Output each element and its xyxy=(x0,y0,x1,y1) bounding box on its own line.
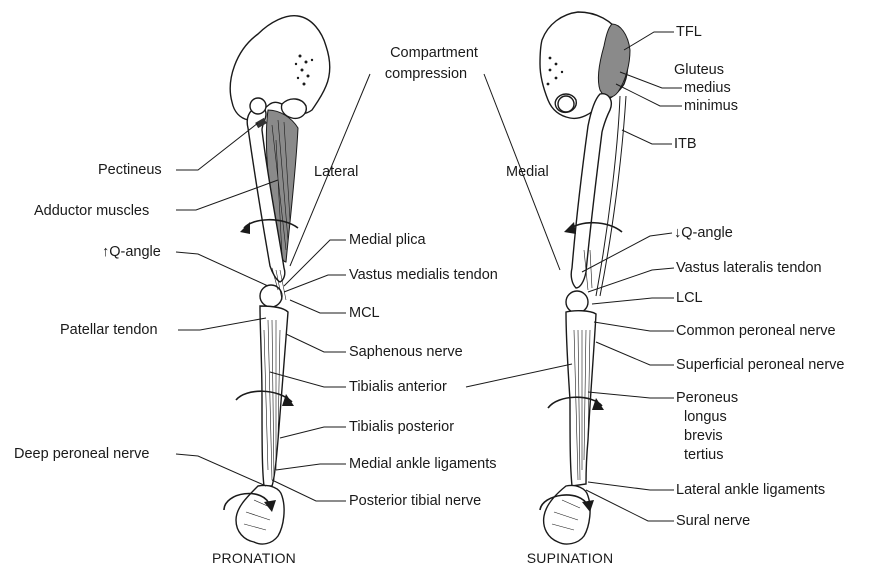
label-medial-ankle-ligaments: Medial ankle ligaments xyxy=(349,456,497,472)
label-tfl: TFL xyxy=(676,24,702,40)
label-gluteus-minimus: minimus xyxy=(684,98,738,114)
pronation-left-labels: Pectineus Adductor muscles ↑Q-angle Pate… xyxy=(14,123,278,486)
supination-tibia xyxy=(566,311,596,486)
pronation-patella xyxy=(260,285,282,307)
tibialis-anterior-leader-right xyxy=(466,364,572,387)
label-common-peroneal-nerve: Common peroneal nerve xyxy=(676,323,836,339)
supination-patella xyxy=(566,291,588,313)
label-vastus-lateralis-tendon: Vastus lateralis tendon xyxy=(676,260,822,276)
label-gluteus: Gluteus xyxy=(674,62,724,78)
label-superficial-peroneal-nerve: Superficial peroneal nerve xyxy=(676,357,844,373)
label-q-angle-down: ↓Q-angle xyxy=(674,225,733,241)
label-peroneus-brevis: brevis xyxy=(684,428,723,444)
label-itb: ITB xyxy=(674,136,697,152)
label-lcl: LCL xyxy=(676,290,703,306)
pronation-pelvis xyxy=(230,16,330,120)
label-mcl: MCL xyxy=(349,305,380,321)
label-lateral-ankle-ligaments: Lateral ankle ligaments xyxy=(676,482,825,498)
lateral-label: Lateral xyxy=(314,164,358,180)
compartment-label-line1: Compartment xyxy=(390,45,478,61)
label-saphenous-nerve: Saphenous nerve xyxy=(349,344,463,360)
supination-leg-illustration xyxy=(540,12,630,544)
compartment-label-line2: compression xyxy=(385,66,467,82)
label-tibialis-anterior: Tibialis anterior xyxy=(349,379,447,395)
label-deep-peroneal-nerve: Deep peroneal nerve xyxy=(14,446,149,462)
label-peroneus-longus: longus xyxy=(684,409,727,425)
label-gluteus-medius: medius xyxy=(684,80,731,96)
medial-label: Medial xyxy=(506,164,549,180)
caption-pronation: PRONATION xyxy=(212,550,296,566)
caption-supination: SUPINATION xyxy=(527,550,614,566)
label-vastus-medialis-tendon: Vastus medialis tendon xyxy=(349,267,498,283)
pronation-right-labels: Medial plica Vastus medialis tendon MCL … xyxy=(270,232,572,509)
supination-femoral-head xyxy=(558,96,574,112)
label-posterior-tibial-nerve: Posterior tibial nerve xyxy=(349,493,481,509)
label-sural-nerve: Sural nerve xyxy=(676,513,750,529)
label-tibialis-posterior: Tibialis posterior xyxy=(349,419,454,435)
label-q-angle-up: ↑Q-angle xyxy=(102,244,161,260)
pronation-femoral-head xyxy=(250,98,266,114)
label-adductor-muscles: Adductor muscles xyxy=(34,203,149,219)
label-patellar-tendon: Patellar tendon xyxy=(60,322,158,338)
supination-femur xyxy=(571,94,611,288)
supination-labels: TFL Gluteus medius minimus ITB ↓Q-angle … xyxy=(582,24,844,529)
label-pectineus: Pectineus xyxy=(98,162,162,178)
label-peroneus: Peroneus xyxy=(676,390,738,406)
label-peroneus-tertius: tertius xyxy=(684,447,724,463)
label-medial-plica: Medial plica xyxy=(349,232,426,248)
